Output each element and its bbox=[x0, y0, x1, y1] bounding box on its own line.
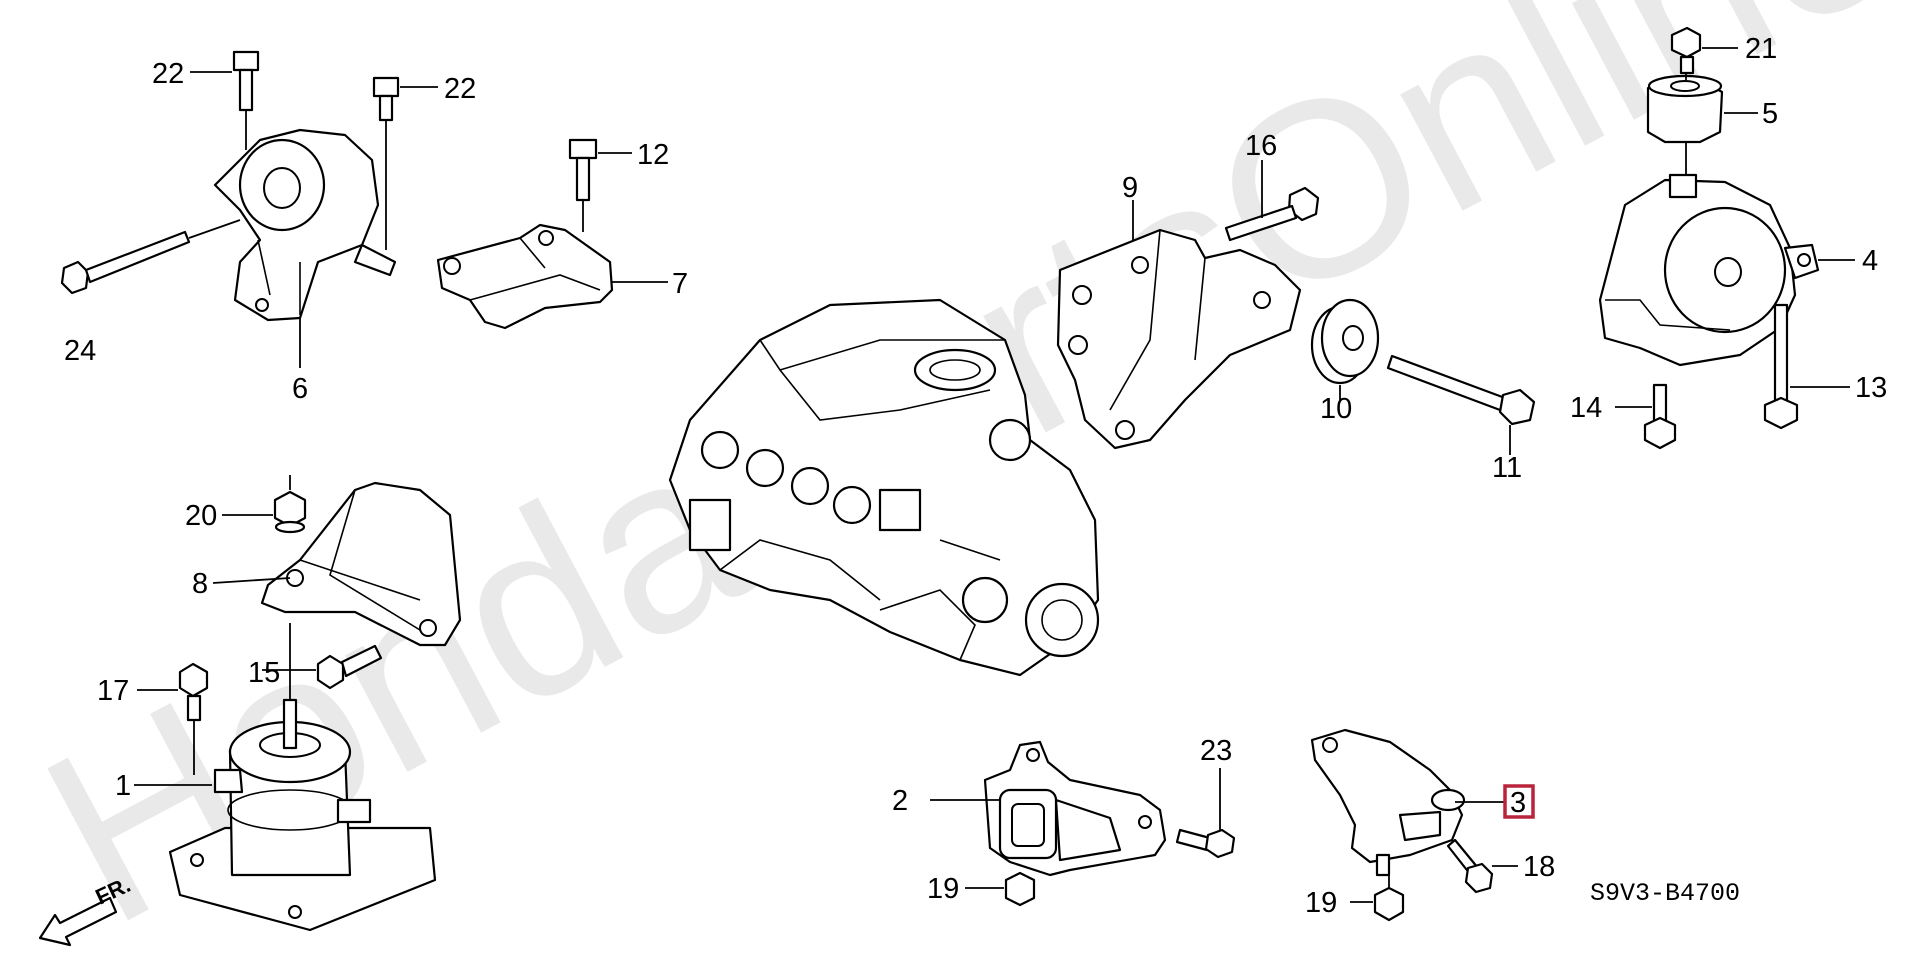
bolt-21[interactable] bbox=[1670, 26, 1702, 75]
callout-6[interactable]: 6 bbox=[292, 373, 308, 405]
part-2-mount[interactable] bbox=[983, 740, 1167, 877]
leaders-part-7 bbox=[582, 152, 668, 283]
bolt-23[interactable] bbox=[1175, 828, 1236, 859]
bolt-24[interactable] bbox=[60, 230, 191, 295]
callout-4[interactable]: 4 bbox=[1862, 245, 1878, 277]
bolt-14[interactable] bbox=[1643, 383, 1677, 450]
bolt-22-right[interactable] bbox=[372, 76, 400, 122]
part-9-bracket[interactable] bbox=[1056, 228, 1302, 450]
callout-11[interactable]: 11 bbox=[1492, 452, 1522, 484]
callout-16[interactable]: 16 bbox=[1245, 130, 1277, 162]
part-3-bracket[interactable] bbox=[1310, 728, 1466, 877]
diagram-code: S9V3-B4700 bbox=[1590, 879, 1740, 908]
callout-19[interactable]: 19 bbox=[927, 873, 959, 905]
bolt-13[interactable] bbox=[1763, 303, 1799, 430]
bolt-18[interactable] bbox=[1446, 838, 1494, 894]
leaders-part-9 bbox=[1132, 160, 1511, 455]
callout-12[interactable]: 12 bbox=[637, 139, 669, 171]
part-5-bushing[interactable] bbox=[1646, 74, 1724, 144]
callout-20[interactable]: 20 bbox=[185, 500, 217, 532]
bolt-16[interactable] bbox=[1224, 186, 1320, 242]
leaders-part-2 bbox=[930, 768, 1221, 889]
leaders-part-1 bbox=[134, 689, 212, 786]
leaders-part-4 bbox=[1615, 47, 1855, 408]
callout-5[interactable]: 5 bbox=[1762, 98, 1778, 130]
callout-24[interactable]: 24 bbox=[64, 335, 96, 367]
callout-18[interactable]: 18 bbox=[1523, 851, 1555, 883]
callout-23[interactable]: 23 bbox=[1200, 735, 1232, 767]
callout-2[interactable]: 2 bbox=[892, 785, 908, 817]
nut-19-middle[interactable] bbox=[1004, 871, 1036, 907]
bolt-22-left[interactable] bbox=[232, 50, 260, 112]
callout-10[interactable]: 10 bbox=[1320, 393, 1352, 425]
leaders-part-8 bbox=[212, 475, 316, 700]
nut-19-right[interactable] bbox=[1373, 886, 1405, 922]
part-10-bushing[interactable] bbox=[1310, 298, 1380, 385]
callout-13[interactable]: 13 bbox=[1855, 372, 1887, 404]
highlight-box-part-3 bbox=[1503, 784, 1535, 819]
part-8-bracket[interactable] bbox=[260, 481, 462, 647]
callout-8[interactable]: 8 bbox=[192, 568, 208, 600]
callout-22[interactable]: 22 bbox=[152, 58, 184, 90]
callout-21[interactable]: 21 bbox=[1745, 33, 1777, 65]
callout-17[interactable]: 17 bbox=[97, 675, 129, 707]
bolt-12[interactable] bbox=[568, 138, 598, 202]
part-4-mount[interactable] bbox=[1598, 173, 1820, 367]
callout-3[interactable]: 3 bbox=[1510, 787, 1526, 819]
nut-20[interactable] bbox=[273, 490, 307, 534]
part-1-mount[interactable] bbox=[168, 698, 437, 932]
callout-7[interactable]: 7 bbox=[672, 268, 688, 300]
engine-assembly bbox=[668, 298, 1100, 677]
callout-9[interactable]: 9 bbox=[1122, 172, 1138, 204]
callout-14[interactable]: 14 bbox=[1570, 392, 1602, 424]
callout-22[interactable]: 22 bbox=[444, 73, 476, 105]
leaders-part-3 bbox=[1350, 801, 1518, 903]
callout-15[interactable]: 15 bbox=[248, 657, 280, 689]
front-direction-arrow-icon bbox=[38, 896, 118, 947]
leaders-part-6 bbox=[188, 71, 438, 368]
bolt-11[interactable] bbox=[1386, 354, 1536, 426]
callout-1[interactable]: 1 bbox=[115, 770, 131, 802]
part-6-mount[interactable] bbox=[213, 128, 397, 322]
callout-19[interactable]: 19 bbox=[1305, 887, 1337, 919]
bolt-15[interactable] bbox=[316, 644, 383, 690]
part-7-bracket[interactable] bbox=[436, 223, 614, 330]
